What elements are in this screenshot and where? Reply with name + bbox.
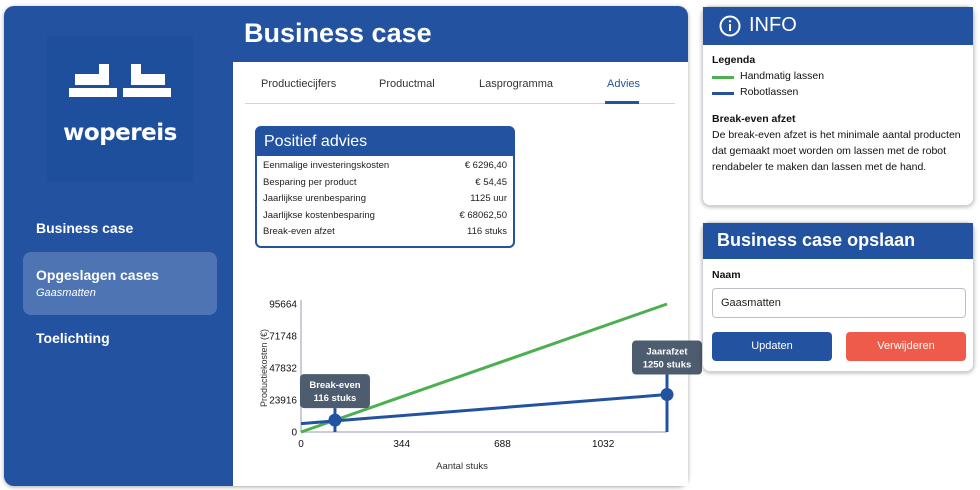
sidebar-item-saved-cases[interactable]: Opgeslagen cases Gaasmatten [23, 252, 217, 315]
legend-label: Handmatig lassen [740, 69, 825, 82]
info-icon [719, 15, 741, 37]
advice-row-label: Break-even afzet [263, 226, 335, 237]
annotation-marker [660, 388, 674, 402]
sidebar-item-label: Business case [36, 220, 134, 236]
legend-item: Handmatig lassen [712, 69, 964, 85]
annotation-marker [328, 413, 342, 427]
legend-item: Robotlassen [712, 85, 964, 101]
advice-row-label: Jaarlijkse kostenbesparing [263, 209, 375, 221]
logo-mark-icon [69, 64, 171, 97]
breakeven-heading: Break-even afzet [712, 113, 796, 126]
annotation-box [299, 374, 370, 409]
annotation-label: 1250 stuks [643, 360, 692, 371]
info-body: Legenda Handmatig lassen Robotlassen Bre… [703, 45, 973, 183]
x-tick-label: 0 [298, 439, 304, 450]
annotation-label: Break-even [309, 380, 360, 391]
sidebar-item-sublabel: Gaasmatten [36, 287, 96, 299]
save-title: Business case opslaan [703, 223, 973, 259]
tab-lasprogramma[interactable]: Lasprogramma [479, 78, 553, 90]
tab-productmal[interactable]: Productmal [379, 78, 435, 90]
tab-bar: Productiecijfers Productmal Lasprogramma… [245, 70, 675, 104]
legend-heading: Legenda [712, 54, 756, 66]
update-button[interactable]: Updaten [712, 332, 832, 361]
y-tick-label: 0 [291, 428, 297, 439]
annotation-box [632, 340, 702, 375]
advice-row-label: Besparing per product [263, 176, 357, 188]
series-line [300, 302, 668, 434]
active-tab-indicator [605, 101, 639, 104]
y-tick-label: 71748 [269, 332, 297, 343]
legend-label: Robotlassen [740, 85, 799, 98]
advice-row-value: € 6296,40 [464, 160, 507, 171]
info-card: INFO Legenda Handmatig lassen Robotlasse… [702, 6, 974, 206]
tab-advies[interactable]: Advies [607, 78, 641, 90]
advice-row: Eenmalige investeringskosten € 6296,40 [257, 156, 513, 173]
advice-row-value: € 54,45 [475, 176, 507, 188]
legend-swatch [712, 75, 734, 79]
advice-card: Positief advies Eenmalige investeringsko… [255, 126, 515, 248]
tab-productiecijfers[interactable]: Productiecijfers [261, 78, 337, 90]
info-header: INFO [703, 7, 973, 45]
annotation-label: Jaarafzet [646, 347, 688, 358]
sidebar-item-toelichting[interactable]: Toelichting [23, 330, 217, 350]
y-tick-label: 23916 [269, 396, 297, 407]
main-panel: wopereis Business case Opgeslagen cases … [4, 6, 702, 486]
name-input[interactable] [712, 288, 966, 318]
x-axis-label: Aantal stuks [436, 461, 488, 472]
advice-row-label: Eenmalige investeringskosten [263, 160, 390, 171]
sidebar-item-label: Opgeslagen cases [36, 267, 159, 283]
y-tick-label: 47832 [269, 364, 297, 375]
y-axis-label: Productiekosten (€) [259, 329, 269, 407]
content-panel: Productiecijfers Productmal Lasprogramma… [233, 62, 702, 486]
y-tick-label: 95664 [269, 300, 297, 311]
advice-row: Break-even afzet 116 stuks [257, 222, 513, 239]
advice-row: Jaarlijkse urenbesparing 1125 uur [257, 189, 513, 206]
delete-button[interactable]: Verwijderen [846, 332, 966, 361]
advice-row-label: Jaarlijkse urenbesparing [263, 193, 366, 204]
sidebar-item-label: Toelichting [36, 330, 110, 346]
advice-row: Jaarlijkse kostenbesparing € 68062,50 [257, 206, 513, 223]
x-tick-label: 688 [494, 439, 511, 450]
series-line [300, 393, 668, 426]
logo-text: wopereis [63, 120, 177, 146]
x-tick-label: 344 [393, 439, 410, 450]
legend-swatch [712, 91, 734, 95]
advice-row-value: 1125 uur [470, 193, 507, 204]
sidebar-item-business-case[interactable]: Business case [23, 220, 217, 240]
advice-row-value: 116 stuks [467, 226, 507, 237]
x-tick-label: 1032 [592, 439, 615, 450]
annotation-label: 116 stuks [314, 393, 357, 404]
advice-row-value: € 68062,50 [459, 209, 507, 221]
wopereis-logo: wopereis [47, 36, 193, 181]
save-card: Business case opslaan Naam Updaten Verwi… [702, 222, 974, 372]
page-title: Business case [244, 18, 432, 48]
breakeven-text: De break-even afzet is het minimale aant… [712, 129, 961, 173]
name-label: Naam [712, 269, 741, 281]
info-title: INFO [749, 14, 797, 36]
advice-title: Positief advies [257, 128, 513, 156]
advice-row: Besparing per product € 54,45 [257, 173, 513, 190]
